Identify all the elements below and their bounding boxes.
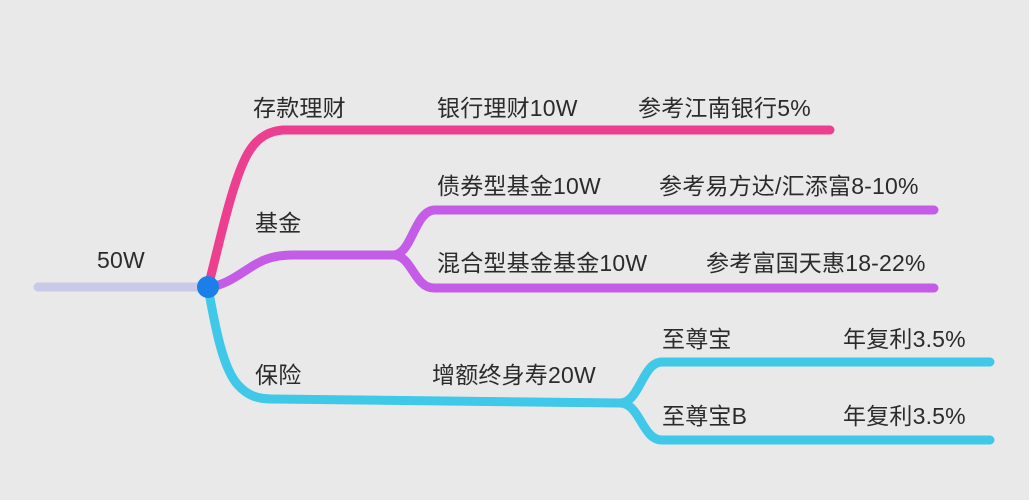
label-zzb-rate: 年复利3.5% bbox=[843, 326, 966, 352]
label-fund: 基金 bbox=[255, 210, 302, 236]
branch-line-fund-trunk bbox=[203, 250, 398, 292]
branch-line-deposit bbox=[203, 125, 835, 292]
label-mixed-fund: 混合型基金基金10W bbox=[437, 250, 648, 276]
label-bond-fund: 债券型基金10W bbox=[437, 173, 601, 199]
label-bank-wealth: 银行理财10W bbox=[437, 95, 578, 121]
label-insurance: 保险 bbox=[255, 362, 302, 388]
label-deposit: 存款理财 bbox=[253, 95, 346, 121]
center-node[interactable] bbox=[197, 276, 219, 298]
label-bank-reference: 参考江南银行5% bbox=[638, 95, 811, 121]
label-mixed-reference: 参考富国天惠18-22% bbox=[706, 250, 926, 276]
branch-line-zzb-b bbox=[615, 398, 995, 445]
label-root: 50W bbox=[97, 247, 145, 273]
branch-line-insurance-trunk bbox=[203, 282, 625, 408]
label-bond-reference: 参考易方达/汇添富8-10% bbox=[659, 173, 919, 199]
label-zzb-b-rate: 年复利3.5% bbox=[843, 403, 966, 429]
branch-line-mixed-fund bbox=[388, 250, 939, 293]
label-whole-life: 增额终身寿20W bbox=[432, 362, 596, 388]
label-zzb: 至尊宝 bbox=[662, 326, 732, 352]
branch-line-zzb bbox=[615, 357, 995, 408]
label-zzb-b: 至尊宝B bbox=[662, 403, 748, 429]
branch-line-bond-fund bbox=[388, 205, 939, 260]
